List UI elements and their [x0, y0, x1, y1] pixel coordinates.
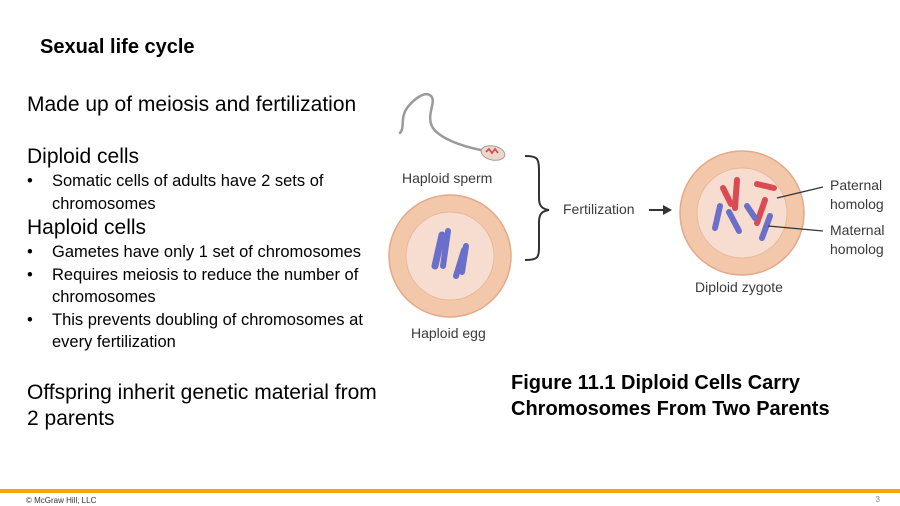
zygote-label: Diploid zygote	[695, 279, 783, 295]
diploid-bullet: Somatic cells of adults have 2 sets of c…	[27, 170, 387, 215]
zygote-illustration	[679, 150, 824, 276]
slide-title: Sexual life cycle	[40, 36, 195, 58]
footer-bar	[0, 489, 900, 493]
paternal-homolog-label: Paternal homolog	[830, 177, 884, 212]
fertilization-arrow	[649, 205, 672, 215]
intro-text: Made up of meiosis and fertilization	[27, 93, 357, 116]
diploid-heading: Diploid cells	[27, 145, 140, 168]
page-number: 3	[875, 495, 880, 504]
offspring-text: Offspring inherit genetic material from …	[27, 380, 377, 430]
sperm-label: Haploid sperm	[402, 170, 493, 186]
slide-body: Made up of meiosis and fertilization Dip…	[27, 92, 387, 432]
fertilization-diagram	[388, 92, 824, 318]
copyright-text: © McGraw Hill, LLC	[26, 496, 97, 505]
fertilization-figure: Haploid sperm Haploid egg Fertilization …	[385, 88, 900, 358]
fertilization-bracket	[524, 155, 550, 261]
egg-illustration	[388, 194, 512, 318]
haploid-heading: Haploid cells	[27, 216, 147, 239]
maternal-homolog-label: Maternal homolog	[830, 222, 885, 257]
sperm-illustration	[398, 92, 506, 161]
diploid-bullet-list: Somatic cells of adults have 2 sets of c…	[27, 170, 387, 215]
haploid-bullet: This prevents doubling of chromosomes at…	[27, 309, 387, 354]
haploid-bullet: Requires meiosis to reduce the number of…	[27, 264, 387, 309]
haploid-bullet: Gametes have only 1 set of chromosomes	[27, 241, 387, 264]
fertilization-label: Fertilization	[563, 201, 635, 217]
figure-caption: Figure 11.1 Diploid Cells Carry Chromoso…	[511, 372, 830, 420]
haploid-bullet-list: Gametes have only 1 set of chromosomes R…	[27, 241, 387, 354]
egg-label: Haploid egg	[411, 325, 486, 341]
